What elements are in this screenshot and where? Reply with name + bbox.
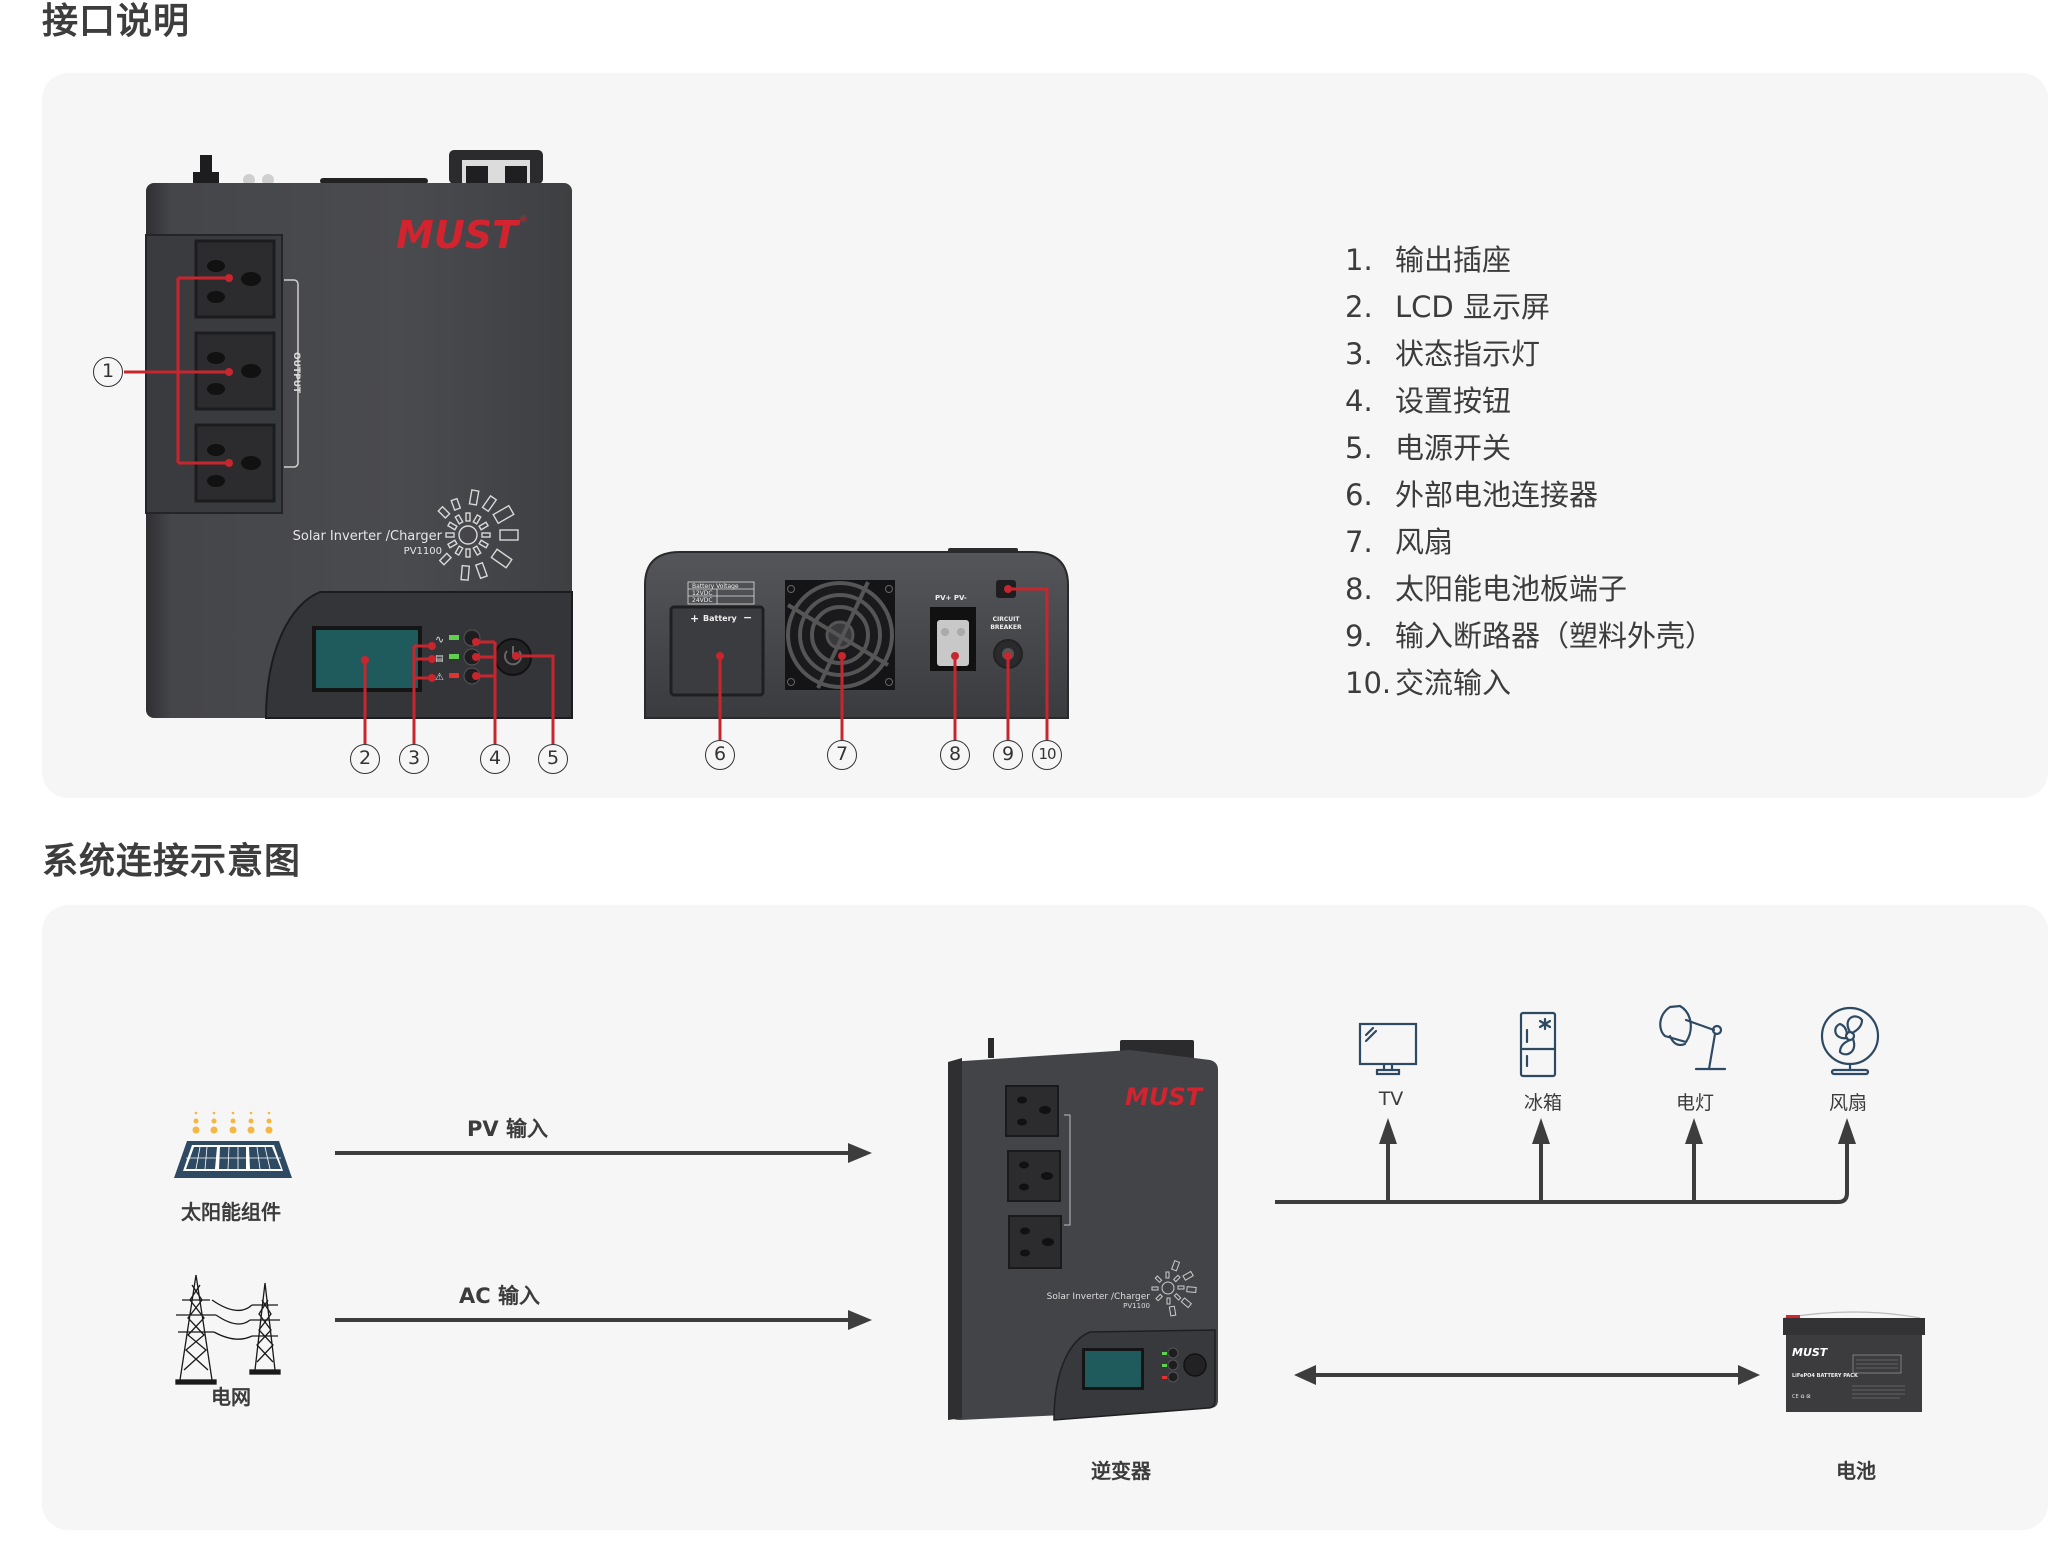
list-item: 9.输入断路器（塑料外壳） [1345,619,1715,653]
battery-pack-text: LiFePO4 BATTERY PACK [1792,1373,1859,1379]
list-item: 5.电源开关 [1345,431,1512,465]
arrow-to-tv [1379,1118,1397,1144]
battery-link-arrow [1294,1365,1760,1385]
callout-7: 7 [827,740,857,770]
load-label-tv: TV [1378,1088,1404,1110]
list-item: 10.交流输入 [1345,666,1512,700]
battery-voltage-12v: 12VDC [692,590,713,597]
status-indicators: ∿ ▤ ⚠ [435,633,459,683]
callout-2: 2 [350,744,380,774]
callout-lines-rear [718,587,1049,740]
svg-text:CE ♻ ⊠: CE ♻ ⊠ [1792,1394,1811,1400]
list-item: 2.LCD 显示屏 [1345,290,1550,324]
list-item: 3.状态指示灯 [1345,337,1541,371]
svg-text:∿: ∿ [435,633,444,646]
battery-plus: + [690,612,699,625]
load-label-fridge: 冰箱 [1523,1092,1563,1114]
callout-1: 1 [93,357,123,387]
battery-voltage-24v: 24VDC [692,597,713,604]
model-text: PV1100 [404,546,442,557]
breaker-label-2: BREAKER [990,624,1022,631]
solar-panel-icon [174,1111,292,1178]
breaker-label-1: CIRCUIT [993,616,1021,623]
grid-label: 电网 [211,1385,251,1409]
inverter-product-text: Solar Inverter /Charger [1047,1292,1151,1302]
callout-5: 5 [538,744,568,774]
arrow-to-lamp [1685,1118,1703,1144]
output-sockets [194,239,276,503]
callout-9: 9 [993,740,1023,770]
ac-input-arrow [335,1310,872,1330]
svg-text:⚠: ⚠ [435,672,444,683]
arrow-to-fridge [1532,1118,1550,1144]
sun-logo-icon [437,489,519,581]
inverter-model-text: PV1100 [1123,1302,1150,1310]
inverter-brand-logo: MUST [1125,1083,1204,1111]
callout-3: 3 [399,744,429,774]
fan-icon [1820,1006,1880,1076]
product-line-text: Solar Inverter /Charger [293,529,443,544]
pv-terminal-label: PV+ PV- [935,594,967,602]
section-title-interface: 接口说明 [42,1,191,42]
pv-input-arrow [335,1143,872,1163]
output-label: OUTPUT [291,352,301,394]
rear-panel-figure: Battery Voltage 12VDC 24VDC + Battery − … [644,548,1069,719]
load-label-lamp: 电灯 [1675,1092,1715,1114]
load-label-fan: 风扇 [1828,1092,1868,1114]
lamp-icon [1659,1004,1727,1071]
fan-grille [785,580,895,690]
list-item: 4.设置按钮 [1345,384,1512,418]
fridge-icon [1519,1011,1557,1078]
section-title-system: 系统连接示意图 [42,841,302,882]
battery-label: 电池 [1836,1459,1876,1483]
component-list: 1.输出插座 2.LCD 显示屏 3.状态指示灯 4.设置按钮 5.电源开关 6… [1345,237,1714,707]
ac-input-label: AC 输入 [459,1284,540,1308]
callout-8: 8 [940,740,970,770]
callout-10: 10 [1032,740,1062,770]
power-grid-icon [175,1274,281,1385]
front-inverter-figure: OUTPUT MUST ® Solar Inverter /Charger PV… [124,150,1069,744]
svg-text:▤: ▤ [435,654,444,664]
callout-lines-front [124,276,555,744]
inverter-label: 逆变器 [1091,1459,1151,1483]
callout-4: 4 [480,744,510,774]
list-item: 7.风扇 [1345,525,1454,559]
arrow-to-fan [1838,1118,1856,1144]
list-item: 1.输出插座 [1345,243,1512,277]
inverter-image: MUST Solar Inverter /Charger PV1100 [948,1038,1218,1421]
battery-connector-label: Battery [703,614,738,623]
tv-icon [1358,1022,1418,1076]
battery-image: MUST LiFePO4 BATTERY PACK CE ♻ ⊠ [1783,1311,1925,1412]
battery-brand-text: MUST [1792,1346,1829,1359]
callout-6: 6 [705,740,735,770]
battery-minus: − [743,611,752,624]
pv-input-label: PV 输入 [467,1117,548,1141]
brand-logo: MUST [396,213,521,257]
battery-voltage-header: Battery Voltage [692,583,739,590]
battery-connector [669,605,765,697]
registered-mark: ® [519,215,528,225]
solar-label: 太阳能组件 [181,1200,281,1224]
list-item: 8.太阳能电池板端子 [1345,572,1628,606]
load-bus [1275,1138,1849,1204]
list-item: 6.外部电池连接器 [1345,478,1599,512]
